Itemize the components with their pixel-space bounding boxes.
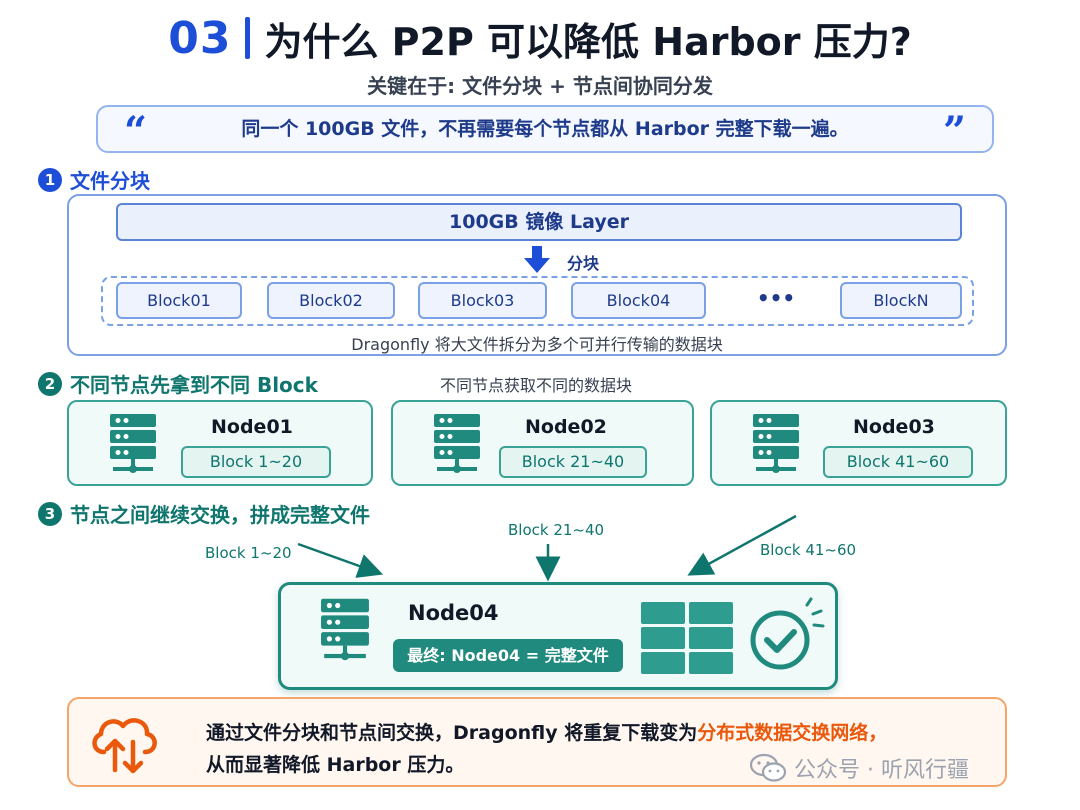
section2-note: 不同节点获取不同的数据块 — [440, 376, 633, 395]
block-ellipsis: ••• — [756, 286, 796, 310]
grid-icon — [641, 602, 733, 674]
section-number: 03 — [168, 12, 232, 64]
conclusion-line1: 通过文件分块和节点间交换，Dragonfly 将重复下载变为分布式数据交换网络， — [206, 718, 887, 745]
check-circle-icon — [750, 597, 825, 670]
split-caption: Dragonfly 将大文件拆分为多个可并行传输的数据块 — [351, 335, 723, 354]
block-chip: Block04 — [571, 282, 706, 319]
target-node-card — [278, 582, 838, 690]
section3-number: 3 — [38, 501, 62, 526]
block-chip: Block02 — [267, 282, 395, 319]
node-name: Node03 — [853, 416, 935, 438]
server-icon — [753, 414, 799, 473]
image-layer-bar: 100GB 镜像 Layer — [116, 203, 962, 241]
conclusion-highlight: 分布式数据交换网络， — [697, 722, 888, 744]
page-title: 为什么 P2P 可以降低 Harbor 压力? — [264, 19, 912, 64]
title-divider — [245, 17, 251, 59]
arrow-icon — [687, 514, 797, 576]
server-icon — [434, 414, 480, 473]
arrow-icon — [297, 542, 384, 578]
flow-label: Block 21~40 — [508, 521, 605, 539]
final-result-badge: 最终: Node04 = 完整文件 — [393, 639, 623, 672]
title-row: 03 为什么 P2P 可以降低 Harbor 压力? — [0, 8, 1080, 68]
section2-title: 不同节点先拿到不同 Block — [70, 373, 318, 397]
block-chip: BlockN — [840, 282, 962, 319]
flow-label: Block 41~60 — [760, 541, 857, 559]
block-row — [101, 276, 974, 326]
watermark: 公众号 · 听风行疆 — [750, 752, 969, 784]
node-name: Node01 — [211, 416, 293, 438]
open-quote-icon: “ — [124, 108, 148, 155]
close-quote-icon: ” — [942, 108, 966, 155]
node-block-range: Block 1~20 — [181, 446, 331, 478]
down-arrow-icon — [524, 246, 550, 273]
conclusion-box — [67, 697, 1007, 787]
flow-arrows — [297, 514, 797, 582]
target-node-name: Node04 — [408, 601, 499, 625]
watermark-text: 公众号 · 听风行疆 — [794, 758, 969, 783]
node-block-range: Block 21~40 — [499, 446, 647, 478]
section3-heading: 3 节点之间继续交换，拼成完整文件 — [38, 499, 370, 528]
quote-box: “ 同一个 100GB 文件，不再需要每个节点都从 Harbor 完整下载一遍。… — [96, 105, 994, 155]
section2-number: 2 — [38, 371, 62, 396]
quote-text: 同一个 100GB 文件，不再需要每个节点都从 Harbor 完整下载一遍。 — [241, 118, 849, 140]
cloud-sync-icon — [92, 718, 157, 774]
block-chip: Block03 — [418, 282, 547, 319]
server-icon — [110, 414, 156, 473]
node-block-range: Block 41~60 — [823, 446, 973, 478]
node-card: Node01 Block 1~20 — [67, 400, 373, 486]
section1-heading: 1 文件分块 — [38, 165, 150, 194]
page-subtitle: 关键在于: 文件分块 + 节点间协同分发 — [367, 74, 713, 98]
node-card: Node03 Block 41~60 — [710, 400, 1007, 486]
section3-title: 节点之间继续交换，拼成完整文件 — [70, 503, 370, 527]
node-card: Node02 Block 21~40 — [391, 400, 694, 486]
conclusion-text: 通过文件分块和节点间交换，Dragonfly 将重复下载变为 — [206, 722, 698, 744]
wechat-icon — [750, 753, 786, 782]
conclusion-line2: 从而显著降低 Harbor 压力。 — [206, 754, 465, 776]
section1-number: 1 — [38, 167, 62, 192]
section1-title: 文件分块 — [70, 169, 150, 193]
flow-label: Block 1~20 — [205, 544, 292, 562]
section2-heading: 2 不同节点先拿到不同 Block — [38, 369, 318, 398]
node-name: Node02 — [525, 416, 607, 438]
server-icon — [321, 598, 369, 661]
block-chip: Block01 — [116, 282, 242, 319]
split-label: 分块 — [567, 254, 600, 273]
